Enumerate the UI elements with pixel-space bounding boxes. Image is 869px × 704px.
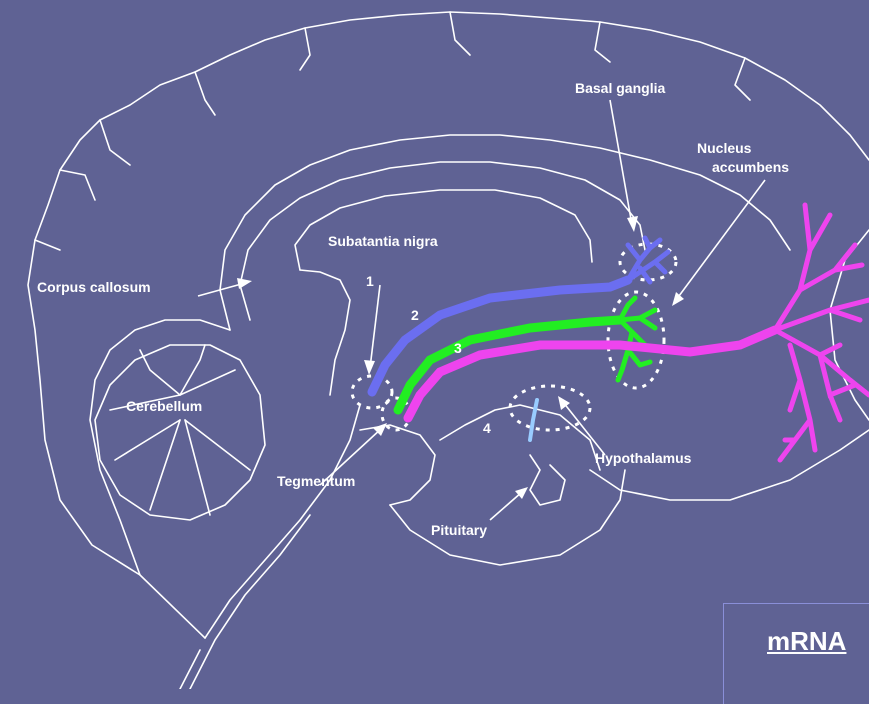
nigrostriatal-branches — [628, 238, 668, 282]
cerebellum-fold-8 — [185, 420, 250, 470]
sulcus-1 — [100, 120, 130, 165]
cerebellum-outline — [95, 345, 265, 520]
pathway-number-1: 1 — [366, 273, 374, 289]
cerebellum-fold-2 — [180, 345, 205, 395]
arrowhead-corpus-callosum — [237, 278, 252, 289]
mesocortical-branches — [775, 205, 869, 460]
sulcus-3 — [300, 28, 310, 70]
cortex-outline — [28, 12, 869, 638]
pituitary-stalk — [530, 455, 565, 505]
cerebellum-fold-5 — [115, 420, 180, 460]
cerebellum-fold-3 — [180, 370, 235, 395]
hypothalamus-outline — [440, 405, 600, 470]
label-nucleus-accumbens-line1: Nucleus — [697, 140, 751, 156]
arrow-basal-ganglia — [610, 100, 632, 225]
mrna-title: mRNA — [767, 626, 846, 657]
arrowhead-basal-ganglia — [627, 216, 638, 232]
label-hypothalamus: Hypothalamus — [595, 450, 691, 466]
arrowhead-substantia-nigra — [364, 360, 375, 375]
arrow-nucleus-accumbens — [676, 180, 765, 300]
sulcus-7 — [60, 170, 95, 200]
corpus-callosum-inner — [295, 190, 592, 270]
corpus-callosum-shape — [240, 162, 645, 320]
brainstem-front — [205, 405, 360, 638]
spinal-cord — [180, 650, 200, 689]
cerebellum-fold-1 — [140, 350, 180, 395]
cerebellum-fold-7 — [185, 420, 210, 515]
label-substantia-nigra: Subatantia nigra — [328, 233, 438, 249]
pathway-number-4: 4 — [483, 420, 491, 436]
pathway-number-3: 3 — [454, 340, 462, 356]
mesolimbic-branches — [618, 298, 655, 380]
arrow-substantia-nigra — [370, 285, 380, 368]
arrow-pituitary — [490, 492, 522, 520]
cortex-fold-1 — [90, 320, 230, 575]
label-tegmentum: Tegmentum — [277, 473, 355, 489]
cerebellum-fold-6 — [150, 420, 180, 510]
brain-diagram — [0, 0, 869, 689]
sulcus-8 — [35, 240, 60, 250]
sulcus-6 — [735, 58, 750, 100]
sulcus-5 — [595, 22, 610, 62]
sulcus-4 — [450, 12, 470, 55]
mesolimbic-pathway — [398, 320, 620, 410]
label-cerebellum: Cerebellum — [126, 398, 202, 414]
tuberoinfundibular-pathway — [530, 400, 537, 440]
sulcus-2 — [195, 72, 215, 115]
label-corpus-callosum: Corpus callosum — [37, 279, 151, 295]
hypothalamus-dashed — [510, 386, 590, 430]
label-basal-ganglia: Basal ganglia — [575, 80, 665, 96]
nucleus-accumbens-dashed — [608, 292, 664, 388]
arrowhead-nucleus-accumbens — [672, 292, 684, 306]
brainstem-back — [190, 515, 310, 689]
pathway-number-2: 2 — [411, 307, 419, 323]
label-nucleus-accumbens-line2: accumbens — [712, 159, 789, 175]
ventricle-line — [300, 270, 350, 395]
label-pituitary: Pituitary — [431, 522, 487, 538]
